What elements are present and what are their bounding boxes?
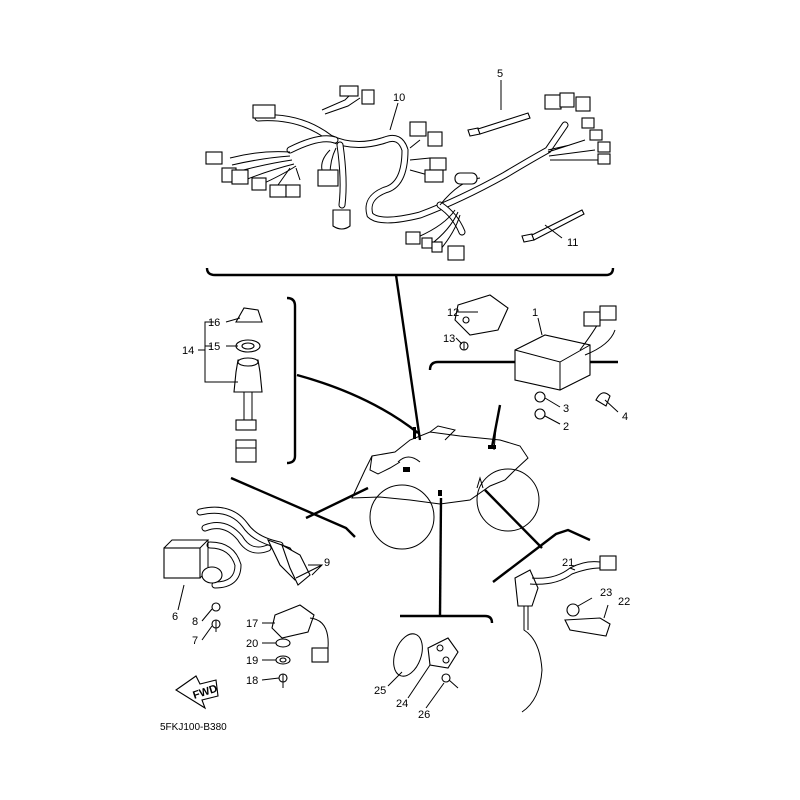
relay-17 <box>271 604 315 639</box>
washer-3 <box>534 391 546 403</box>
ignition-coil-group <box>163 506 311 632</box>
mount-mark-c <box>438 490 442 496</box>
label-leaders <box>177 80 619 709</box>
fwd-arrow-icon: FWD <box>175 675 219 710</box>
label-21: 21 <box>562 557 574 569</box>
switch-body <box>233 359 263 393</box>
bracket-22 <box>564 617 611 637</box>
cable-tie-5 <box>467 112 531 137</box>
sensor-coupler <box>599 555 617 571</box>
harness-connector-x <box>405 231 421 245</box>
label-4: 4 <box>622 411 628 423</box>
ignition-coil-6 <box>163 547 201 579</box>
mount-mark-d <box>488 445 496 449</box>
label-7: 7 <box>192 635 198 647</box>
harness-connector-w <box>597 153 611 165</box>
label-13: 13 <box>443 333 455 345</box>
clamp-4 <box>595 392 611 407</box>
switch-cover <box>235 307 263 323</box>
screw-26 <box>441 673 451 683</box>
sensor-body-21 <box>514 569 539 607</box>
harness-connector-v <box>597 141 611 153</box>
label-5: 5 <box>497 68 503 80</box>
harness-connector-r <box>559 92 575 108</box>
harness-connector-c <box>361 89 375 105</box>
label-19: 19 <box>246 655 258 667</box>
label-25: 25 <box>374 685 386 697</box>
cdi-coupler-b <box>599 305 617 321</box>
label-26: 26 <box>418 709 430 721</box>
part-labels: 10 5 11 12 13 1 3 2 4 16 15 14 9 6 8 7 1… <box>172 68 630 721</box>
label-17: 17 <box>246 618 258 630</box>
harness-connector-u <box>589 129 603 141</box>
speed-sensor-group <box>514 555 617 713</box>
wire-harness <box>205 85 611 261</box>
harness-connector-q <box>544 94 562 110</box>
atv-silhouette <box>351 425 540 550</box>
cdi-unit-1 <box>514 334 591 391</box>
sensor-24 <box>427 637 459 669</box>
o-ring-25 <box>393 633 423 677</box>
regulator-unit <box>454 294 509 351</box>
harness-connector-j <box>317 169 339 187</box>
label-23: 23 <box>600 587 612 599</box>
harness-connector-f <box>231 169 249 185</box>
harness-connector-a <box>252 104 276 119</box>
label-10: 10 <box>393 92 405 104</box>
label-14: 14 <box>182 345 194 357</box>
harness-connector-k <box>332 209 351 230</box>
harness-connector-o <box>424 169 444 183</box>
harness-connector-z <box>431 241 443 253</box>
label-3: 3 <box>563 403 569 415</box>
label-8: 8 <box>192 616 198 628</box>
relay-coupler <box>311 647 329 663</box>
mount-mark-b <box>413 427 416 439</box>
bolt-23 <box>566 603 580 617</box>
harness-connector-g <box>251 177 267 191</box>
label-16: 16 <box>208 317 220 329</box>
bolt-2 <box>534 408 546 420</box>
harness-connector-b <box>339 85 359 97</box>
diagram-code: 5FKJ100-B380 <box>160 722 227 733</box>
section-dividers <box>205 267 618 624</box>
harness-connector-aa <box>447 245 465 261</box>
harness-connector-i <box>285 184 301 198</box>
harness-connector-l <box>409 121 427 137</box>
label-9: 9 <box>324 557 330 569</box>
mount-mark-a <box>403 467 410 472</box>
label-12: 12 <box>447 307 459 319</box>
label-6: 6 <box>172 611 178 623</box>
harness-connector-p <box>454 172 478 185</box>
harness-connector-d <box>205 151 223 165</box>
harness-connector-y <box>421 237 433 249</box>
cdi-coupler-a <box>583 311 601 327</box>
relay-group <box>271 604 329 688</box>
label-20: 20 <box>246 638 258 650</box>
cdi-unit <box>514 305 617 420</box>
harness-connector-h <box>269 184 287 198</box>
sensor-group <box>393 633 459 689</box>
label-2: 2 <box>563 421 569 433</box>
harness-connector-m <box>427 131 443 147</box>
rectifier-12 <box>454 294 509 336</box>
harness-connector-t <box>581 117 595 129</box>
label-22: 22 <box>618 596 630 608</box>
label-1: 1 <box>532 307 538 319</box>
harness-connector-s <box>575 96 591 112</box>
harness-connector-n <box>429 157 447 171</box>
label-18: 18 <box>246 675 258 687</box>
switch-coupler <box>235 439 257 463</box>
label-11: 11 <box>567 237 578 249</box>
label-15: 15 <box>208 341 220 353</box>
cable-tie-11 <box>521 209 585 243</box>
label-24: 24 <box>396 698 408 710</box>
main-switch-assembly <box>233 307 263 463</box>
washer-8 <box>211 602 221 612</box>
washer-20 <box>275 638 291 648</box>
